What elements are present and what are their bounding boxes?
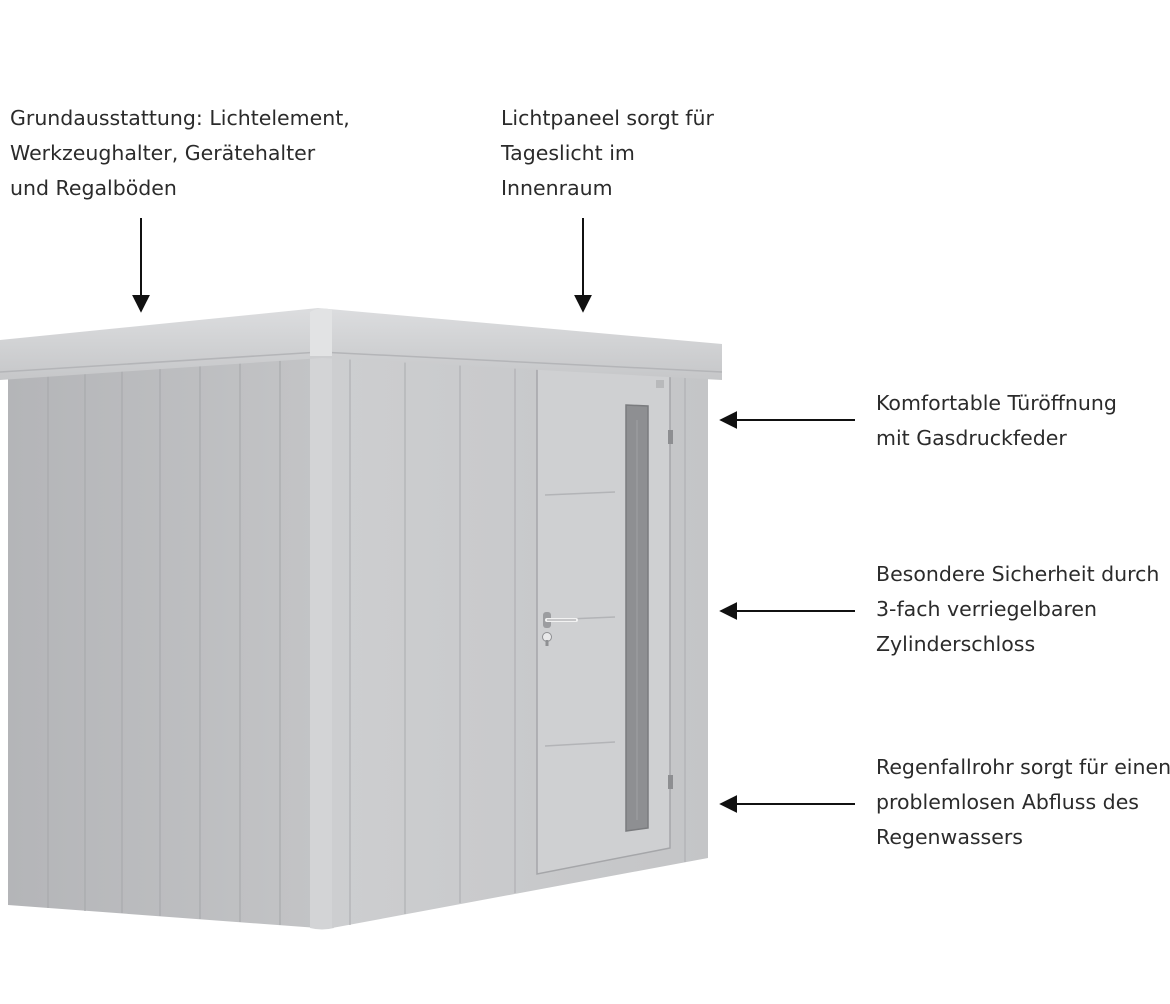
callout-security-line-2: 3-fach verriegelbaren — [876, 597, 1098, 621]
callout-door-opening: Komfortable Türöffnung mit Gasdruckfeder — [876, 386, 1117, 456]
roof-corner — [310, 308, 332, 356]
callout-downpipe: Regenfallrohr sorgt für einen problemlos… — [876, 750, 1170, 855]
shed-roof — [0, 308, 722, 380]
callout-equipment-line-2: Werkzeughalter, Gerätehalter — [10, 141, 316, 165]
front-wall-seams — [349, 354, 686, 925]
side-wall-seams — [47, 355, 281, 925]
callout-downpipe-line-3: Regenwassers — [876, 825, 1023, 849]
garden-shed-illustration — [0, 308, 723, 930]
callout-light-panel: Lichtpaneel sorgt für Tageslicht im Inne… — [501, 101, 714, 206]
door-plate — [656, 380, 664, 388]
door-hinge-bottom — [668, 775, 673, 789]
callout-equipment-line-1: Grundausstattung: Lichtelement, — [10, 106, 350, 130]
callout-security-line-3: Zylinderschloss — [876, 632, 1036, 656]
door-handle-icon — [543, 612, 578, 628]
callout-door-opening-line-2: mit Gasdruckfeder — [876, 426, 1067, 450]
callout-light-panel-line-1: Lichtpaneel sorgt für — [501, 106, 714, 130]
lock-cylinder-icon — [542, 632, 552, 646]
callout-security-line-1: Besondere Sicherheit durch — [876, 562, 1160, 586]
shed-corner-post — [310, 350, 334, 930]
callout-light-panel-line-3: Innenraum — [501, 176, 613, 200]
callout-security: Besondere Sicherheit durch 3-fach verrie… — [876, 557, 1159, 662]
callout-light-panel-line-2: Tageslicht im — [501, 141, 635, 165]
shed-side-wall — [8, 352, 318, 928]
callout-downpipe-line-2: problemlosen Abfluss des — [876, 790, 1139, 814]
callout-downpipe-line-1: Regenfallrohr sorgt für einen — [876, 755, 1170, 779]
callout-door-opening-line-1: Komfortable Türöffnung — [876, 391, 1117, 415]
callout-equipment: Grundausstattung: Lichtelement, Werkzeug… — [10, 101, 350, 206]
callout-equipment-line-3: und Regalböden — [10, 176, 177, 200]
door-hinge-top — [668, 430, 673, 444]
